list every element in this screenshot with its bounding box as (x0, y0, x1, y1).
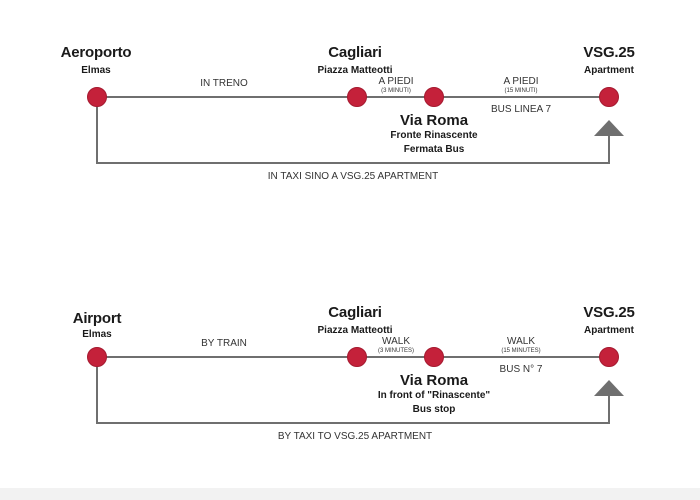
bus-label: BUS N° 7 (499, 364, 543, 375)
stop-name: Via Roma (399, 372, 469, 389)
footer-band (0, 488, 700, 500)
stop-dot-airport (87, 347, 107, 367)
mid-name: Cagliari (328, 44, 382, 61)
walk2-label: A PIEDI (503, 76, 539, 87)
walk1-label: A PIEDI (378, 76, 414, 87)
walk1-time: (3 MINUTI) (381, 88, 411, 94)
stop-dot-apartment (599, 87, 619, 107)
route-map-italian: Aeroporto Elmas Cagliari Piazza Matteott… (0, 0, 700, 200)
taxi-line (96, 162, 610, 164)
taxi-line (96, 422, 610, 424)
stop-dot-cagliari (347, 87, 367, 107)
mid-sub: Piazza Matteotti (317, 325, 393, 336)
arrow-up-icon (594, 120, 624, 136)
walk1-time: (3 MINUTES) (378, 348, 414, 354)
mid-sub: Piazza Matteotti (317, 65, 393, 76)
taxi-line-right (608, 388, 610, 424)
stop-dot-via-roma (424, 87, 444, 107)
start-sub: Elmas (81, 65, 111, 76)
taxi-label: IN TAXI SINO A VSG.25 APARTMENT (267, 171, 439, 182)
taxi-label: BY TAXI TO VSG.25 APARTMENT (277, 431, 433, 442)
start-name: Aeroporto (60, 44, 132, 61)
stop-line1: In front of "Rinascente" (377, 390, 491, 401)
route-map-english: Airport Elmas Cagliari Piazza Matteotti … (0, 260, 700, 460)
start-name: Airport (72, 310, 122, 327)
walk2-time: (15 MINUTI) (504, 88, 538, 94)
stop-line2: Fermata Bus (403, 144, 465, 155)
stop-name: Via Roma (399, 112, 469, 129)
end-sub: Apartment (583, 65, 635, 76)
end-name: VSG.25 (583, 44, 635, 61)
arrow-up-icon (594, 380, 624, 396)
walk2-time: (15 MINUTES) (501, 348, 541, 354)
taxi-line-left (96, 97, 98, 163)
bus-label: BUS LINEA 7 (490, 104, 552, 115)
train-label: BY TRAIN (201, 338, 247, 349)
stop-line1: Fronte Rinascente (390, 130, 478, 141)
taxi-line-left (96, 357, 98, 423)
stop-dot-via-roma (424, 347, 444, 367)
stop-dot-airport (87, 87, 107, 107)
mid-name: Cagliari (328, 304, 382, 321)
end-name: VSG.25 (583, 304, 635, 321)
stop-dot-apartment (599, 347, 619, 367)
train-label: IN TRENO (200, 78, 248, 89)
walk1-label: WALK (382, 336, 410, 347)
end-sub: Apartment (583, 325, 635, 336)
stop-line2: Bus stop (412, 404, 456, 415)
walk2-label: WALK (507, 336, 535, 347)
stop-dot-cagliari (347, 347, 367, 367)
taxi-line-right (608, 128, 610, 164)
start-sub: Elmas (82, 329, 112, 340)
